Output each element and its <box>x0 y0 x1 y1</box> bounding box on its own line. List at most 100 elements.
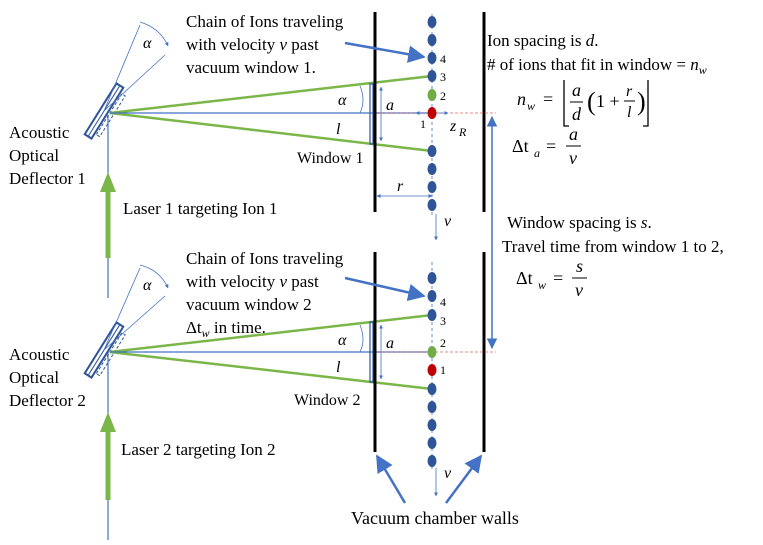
ion <box>427 16 437 28</box>
dim-a-2-label: a <box>386 335 394 352</box>
zr-label-sub: R <box>458 125 467 139</box>
ion-2-3-label: 3 <box>440 314 446 328</box>
aod-1-tilt-line <box>103 54 166 112</box>
travel-time-text: Travel time from window 1 to 2, <box>502 237 724 256</box>
dta-equals: = <box>546 136 556 156</box>
walls-arrow-right <box>444 454 483 504</box>
ion-2-4-label: 4 <box>440 295 446 309</box>
aod-2-alpha-label: α <box>143 277 152 294</box>
ion <box>427 383 437 395</box>
ion-1 <box>427 364 437 376</box>
window-2-glass <box>369 321 374 383</box>
ion-spacing-text: Ion spacing is d. <box>487 31 598 50</box>
dta-lhs-sub: a <box>534 146 540 160</box>
aod-2-label-line1: Acoustic <box>9 345 70 364</box>
aod-1-alpha-label: α <box>143 35 152 52</box>
beam-2-lower <box>109 350 433 391</box>
dim-r-1-label: r <box>397 178 404 195</box>
chain-1-text-line3: vacuum window 1. <box>186 58 316 77</box>
beam-1-l-label: l <box>336 121 341 138</box>
nw-lhs-sub: w <box>527 99 535 113</box>
nw-formula: n w = a d ( 1 + r l ) <box>517 80 649 127</box>
ion-3 <box>427 70 437 82</box>
dta-formula: Δt a = a v <box>512 124 581 168</box>
dtw-den: v <box>575 280 583 300</box>
ion-chain-2 <box>427 272 437 467</box>
ion-2 <box>427 89 437 101</box>
window-2-label: Window 2 <box>294 392 360 409</box>
ion <box>427 437 437 449</box>
floor-left-bracket <box>563 80 569 127</box>
beam-1-alpha-arc <box>359 85 364 114</box>
aod-1-label-line1: Acoustic <box>9 123 70 142</box>
aod-2-normal-line <box>103 267 141 351</box>
dtw-equals: = <box>553 268 563 288</box>
beam-1-lower <box>109 111 433 153</box>
dtw-formula: Δt w = s v <box>516 256 587 300</box>
right-panel: Ion spacing is d. # of ions that fit in … <box>486 31 724 350</box>
laser-1-arrowhead <box>100 172 116 192</box>
nw-frac-l: l <box>627 104 632 121</box>
ion <box>427 455 437 467</box>
aod-2-alpha-arc <box>139 264 169 289</box>
chain-2-text-line4: Δtw in time. <box>186 318 266 340</box>
aod-2-label-line2: Optical <box>9 368 59 387</box>
aod-1-label-line3: Deflector 1 <box>9 169 86 188</box>
ion-2-1-label: 1 <box>440 363 446 377</box>
ion <box>427 181 437 193</box>
ion-1-2-label: 2 <box>440 89 446 103</box>
ion-3 <box>427 309 437 321</box>
velocity-2-label: v <box>444 465 452 482</box>
top-section: α α l a Window 1 r z R <box>9 12 496 298</box>
nw-frac-d: d <box>572 104 582 124</box>
ion <box>427 163 437 175</box>
beam-2-alpha-label: α <box>338 332 347 349</box>
bottom-section: α α l a Window 2 4 3 2 1 <box>9 249 496 540</box>
nw-paren-close: ) <box>637 87 646 116</box>
dim-a-1-label: a <box>386 97 394 114</box>
nw-frac-a: a <box>572 80 581 100</box>
beam-2-upper <box>109 313 433 354</box>
window-spacing-text: Window spacing is s. <box>507 213 652 232</box>
beam-1-alpha-label: α <box>338 92 347 109</box>
zr-label-z: z <box>449 118 457 135</box>
aod-2-label-line3: Deflector 2 <box>9 391 86 410</box>
ion-2 <box>427 346 437 358</box>
chain-2-text-line2: with velocity v past <box>186 272 319 291</box>
nw-one-plus: 1 + <box>596 91 620 111</box>
chain-2-pointer <box>344 276 426 302</box>
ion-1-4-label: 4 <box>440 52 446 66</box>
beam-1-upper <box>109 74 433 115</box>
aod-1-alpha-arc <box>139 21 169 47</box>
ion <box>427 419 437 431</box>
window-1-label: Window 1 <box>297 150 363 167</box>
nw-equals: = <box>543 89 553 109</box>
ion <box>427 34 437 46</box>
laser-2-label: Laser 2 targeting Ion 2 <box>121 440 276 459</box>
aod-1-normal-line <box>103 24 141 112</box>
dtw-num: s <box>576 256 583 276</box>
ion-2-2-label: 2 <box>440 336 446 350</box>
ion-1-3-label: 3 <box>440 70 446 84</box>
chain-2-text-line1: Chain of Ions traveling <box>186 249 344 268</box>
ion <box>427 401 437 413</box>
dta-den: v <box>569 148 577 168</box>
laser-2-arrowhead <box>100 412 116 432</box>
dta-lhs: Δt <box>512 136 529 156</box>
ion-chain-1 <box>427 16 437 211</box>
chain-1-text-line2: with velocity v past <box>186 35 319 54</box>
ions-fit-text: # of ions that fit in window = nw <box>487 55 707 77</box>
nw-paren-open: ( <box>587 87 596 116</box>
ion <box>427 199 437 211</box>
walls-label: Vacuum chamber walls <box>351 508 519 528</box>
nw-frac-r: r <box>626 83 633 100</box>
chain-2-text-line3: vacuum window 2 <box>186 295 312 314</box>
window-1-glass <box>369 83 374 145</box>
ion-1-1-label: 1 <box>420 117 426 131</box>
beam-2-l-label: l <box>336 359 341 376</box>
dtw-lhs-sub: w <box>538 278 546 292</box>
aod-2-tilt-line <box>103 295 166 351</box>
ion <box>427 145 437 157</box>
